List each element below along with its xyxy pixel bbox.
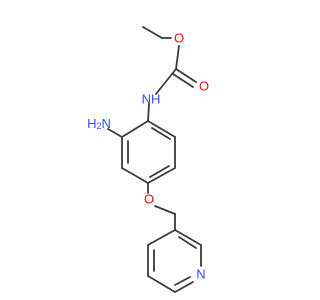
bonds (107, 26, 202, 293)
bond-ester-o-carbonyl-c (175, 45, 180, 70)
bond-ring-amine (107, 128, 123, 138)
atom-carbamate-nh: NH (142, 92, 161, 107)
atom-amine: H2N (87, 116, 111, 132)
bond-py-inner-1 (178, 236, 197, 249)
atom-ester-oxygen: O (174, 31, 184, 46)
bond-py-c4-c3 (147, 229, 176, 246)
bond-ring-c3-c4 (147, 167, 176, 184)
bond-carbonyl-double-2 (172, 73, 194, 88)
atom-labels: O O NH H2N O N (87, 31, 209, 282)
chemical-structure: O O NH H2N O N (87, 26, 209, 293)
atom-ether-oxygen: O (144, 192, 154, 207)
bond-py-inner-2 (174, 276, 191, 286)
bond-ring-c1-c2 (147, 120, 176, 138)
bond-nh-ring (147, 103, 150, 122)
bond-ring-c6-c1 (121, 120, 149, 138)
atom-carbonyl-oxygen: O (199, 79, 209, 94)
bond-py-c3-c2 (174, 229, 202, 246)
bond-ether-o-ch2 (154, 205, 176, 215)
bond-ethyl-ch3-ch2 (142, 26, 163, 39)
bond-carbonyl-c-nh (155, 68, 177, 95)
bond-py-n-c6 (174, 281, 194, 293)
bond-ring-inner-1 (151, 127, 171, 140)
bond-py-c6-c5 (147, 275, 176, 293)
bond-carbonyl-double-1 (175, 68, 197, 83)
bond-ring-c4-c5 (121, 167, 149, 184)
bond-ring-inner-2 (149, 165, 170, 178)
atom-pyridine-nitrogen: N (196, 267, 205, 282)
